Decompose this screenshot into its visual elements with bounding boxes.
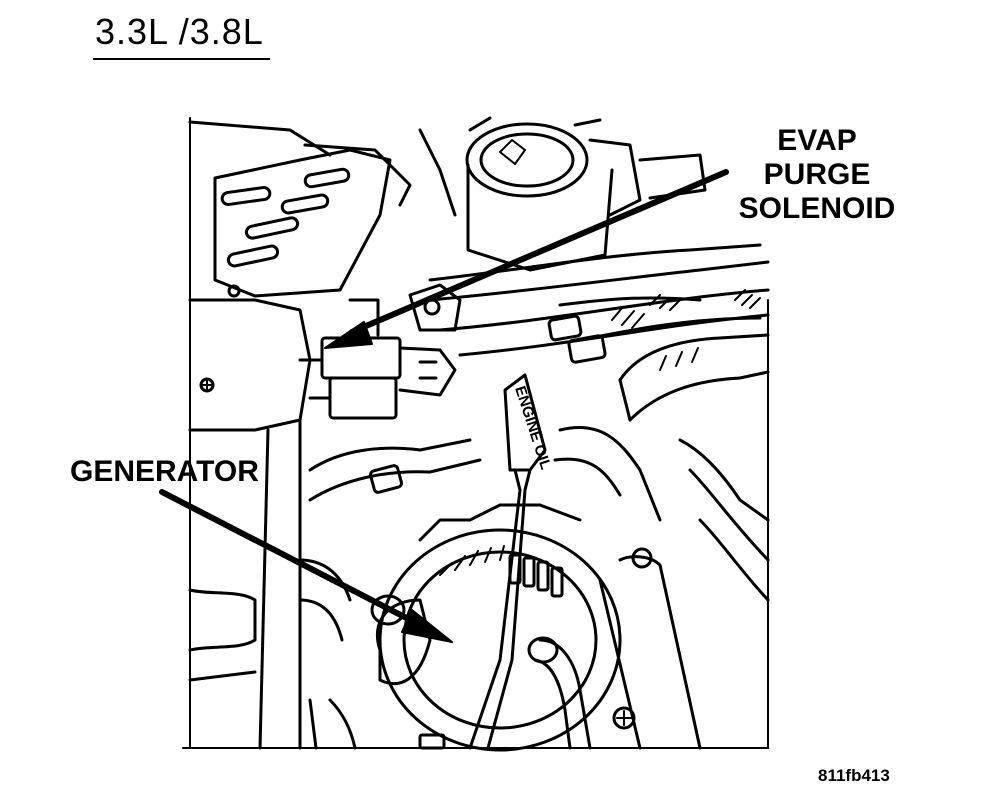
evap-label-line-3: SOLENOID [738,192,896,225]
evap-leader-arrow [324,169,729,349]
dipstick-label: ENGINE OIL [511,384,554,472]
figure-id: 811fb413 [818,766,890,785]
left-support [188,284,312,750]
right-hose-bundle [553,333,770,602]
evap-label-line-1: EVAP [777,124,857,157]
upper-left-bracket [188,120,457,298]
evap-purge-solenoid-label: EVAP PURGE SOLENOID [717,124,917,226]
left-hoses [298,438,482,750]
upper-hoses [408,243,770,364]
title-underline [93,58,270,60]
generator-leader-arrow [159,489,453,643]
evap-solenoid [298,298,457,420]
engine-title: 3.3L /3.8L [95,11,264,52]
evap-label-line-2: PURGE [763,158,871,191]
right-tube [527,547,702,750]
generator-label: GENERATOR [70,455,259,488]
